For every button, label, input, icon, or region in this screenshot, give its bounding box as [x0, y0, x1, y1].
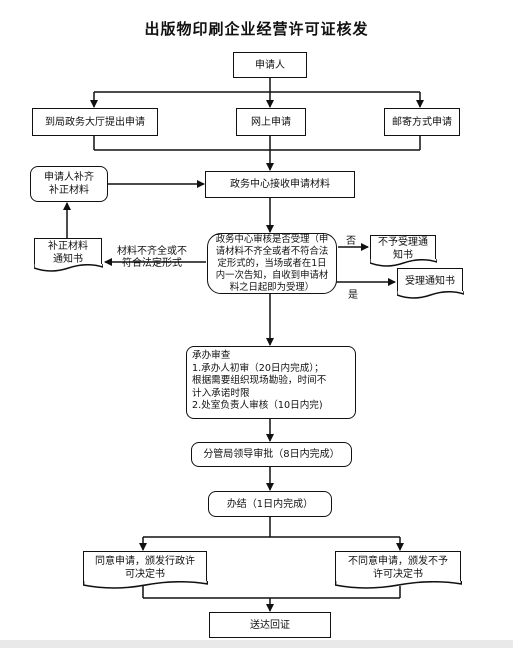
review-label: 政务中心审核是否受理（申请材料不齐全或者不符合法定形式的，当场或者在1日内一次告…: [215, 233, 329, 293]
yes-label: 是: [348, 290, 358, 301]
receive-materials-label: 政务中心接收申请材料: [230, 179, 330, 190]
process-review-label: 承办审查 1.承办人初审（20日内完成）； 根据需要组织现场勘验，时间不 计入承…: [192, 350, 327, 411]
process-review-box: 承办审查 1.承办人初审（20日内完成）； 根据需要组织现场勘验，时间不 计入承…: [186, 346, 356, 419]
reject-notice-doc: 不予受理通 知书: [369, 235, 437, 267]
accept-notice-label: 受理通知书: [405, 275, 455, 287]
deliver-receipt-box: 送达回证: [209, 612, 331, 638]
supplement-materials-label: 申请人补齐 补正材料: [44, 172, 94, 196]
finish-label: 办结（1日内完成）: [226, 498, 314, 510]
hall-application-label: 到局政务大厅提出申请: [45, 116, 145, 128]
doc-wave-icon: [82, 581, 208, 589]
page-title: 出版物印刷企业经营许可证核发: [144, 20, 369, 38]
applicant-box: 申请人: [233, 52, 307, 78]
doc-wave-icon: [334, 581, 462, 589]
approve-decision-label: 同意申请，颁发行政许 可决定书: [95, 555, 195, 580]
doc-wave-icon: [369, 259, 437, 267]
supplement-notice-doc: 补正材料 通知书: [33, 238, 103, 272]
reject-notice-label: 不予受理通 知书: [378, 236, 428, 261]
review-box: 政务中心审核是否受理（申请材料不齐全或者不符合法定形式的，当场或者在1日内一次告…: [207, 233, 337, 294]
supplement-notice-label: 补正材料 通知书: [48, 240, 88, 265]
leader-approval-label: 分管局领导审批（8日内完成）: [203, 449, 340, 460]
deliver-receipt-label: 送达回证: [250, 619, 290, 631]
doc-wave-icon: [396, 291, 464, 299]
online-application-label: 网上申请: [251, 116, 291, 128]
deny-decision-doc: 不同意申请，颁发不予 许可决定书: [334, 551, 462, 589]
doc-wave-icon: [33, 264, 103, 272]
incomplete-label: 材料不齐全或不 符合法定形式: [117, 246, 187, 269]
deny-decision-label: 不同意申请，颁发不予 许可决定书: [348, 555, 448, 580]
no-label: 否: [346, 236, 356, 247]
mail-application-label: 邮寄方式申请: [392, 116, 452, 128]
online-application-box: 网上申请: [236, 108, 306, 136]
leader-approval-box: 分管局领导审批（8日内完成）: [191, 442, 352, 467]
receive-materials-box: 政务中心接收申请材料: [205, 171, 355, 198]
page-bottom-edge: [0, 640, 513, 648]
supplement-materials-box: 申请人补齐 补正材料: [30, 166, 108, 202]
accept-notice-doc: 受理通知书: [396, 268, 464, 299]
mail-application-box: 邮寄方式申请: [384, 108, 460, 136]
approve-decision-doc: 同意申请，颁发行政许 可决定书: [82, 551, 208, 589]
applicant-label: 申请人: [255, 59, 285, 71]
finish-box: 办结（1日内完成）: [208, 491, 332, 517]
hall-application-box: 到局政务大厅提出申请: [32, 108, 158, 136]
